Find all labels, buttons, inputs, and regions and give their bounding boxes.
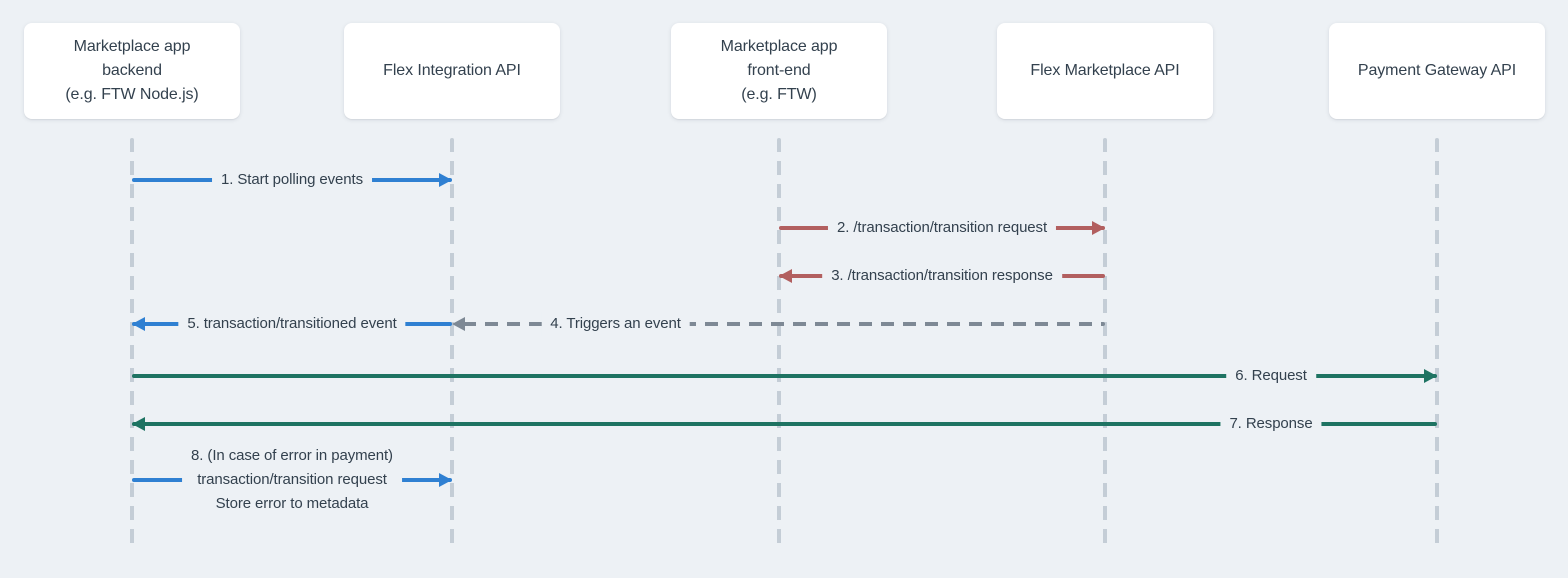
arrowhead-left-icon xyxy=(132,317,145,331)
message-label-text: 5. transaction/transitioned event xyxy=(187,315,397,332)
lifeline-payment-gateway-api xyxy=(1435,138,1439,550)
message-line xyxy=(132,374,1437,378)
actor-label: Flex Marketplace API xyxy=(1030,62,1180,79)
actor-box-frontend: Marketplace app front-end (e.g. FTW) xyxy=(671,23,887,119)
message-label-3: 3. /transaction/transition response xyxy=(822,264,1062,288)
message-label-text: 7. Response xyxy=(1229,415,1313,432)
actor-box-flex-integration-api: Flex Integration API xyxy=(344,23,560,119)
message-label-text: 4. Triggers an event xyxy=(550,315,681,332)
actor-label: front-end xyxy=(747,62,811,79)
arrowhead-right-icon xyxy=(1424,369,1437,383)
message-label-text: 8. (In case of error in payment) xyxy=(191,447,393,464)
lifeline-backend xyxy=(130,138,134,550)
message-label-1: 1. Start polling events xyxy=(212,168,372,192)
message-label-text: Store error to metadata xyxy=(215,495,369,512)
message-label-6: 6. Request xyxy=(1226,364,1316,388)
arrowhead-right-icon xyxy=(439,173,452,187)
arrowhead-left-icon xyxy=(132,417,145,431)
actor-label: Marketplace app xyxy=(73,38,191,55)
message-label-2: 2. /transaction/transition request xyxy=(827,216,1057,240)
message-label-8: 8. (In case of error in payment) transact… xyxy=(182,444,402,516)
actor-box-payment-gateway-api: Payment Gateway API xyxy=(1329,23,1545,119)
message-label-7: 7. Response xyxy=(1220,412,1322,436)
actor-label: Marketplace app xyxy=(720,38,838,55)
message-label-text: 3. /transaction/transition response xyxy=(831,267,1053,284)
message-label-text: transaction/transition request xyxy=(197,471,387,488)
actor-label: Payment Gateway API xyxy=(1357,62,1517,79)
arrowhead-left-icon xyxy=(779,269,792,283)
actor-label: backend xyxy=(102,62,162,79)
message-line xyxy=(132,422,1437,426)
arrowhead-right-icon xyxy=(439,473,452,487)
actor-label: Flex Integration API xyxy=(383,62,521,79)
actor-box-backend: Marketplace app backend (e.g. FTW Node.js) xyxy=(24,23,240,119)
arrowhead-right-icon xyxy=(1092,221,1105,235)
arrowhead-left-icon xyxy=(452,317,465,331)
actor-label: (e.g. FTW Node.js) xyxy=(65,86,199,103)
lifeline-frontend xyxy=(777,138,781,550)
message-label-5: 5. transaction/transitioned event xyxy=(178,312,406,336)
actor-box-flex-marketplace-api: Flex Marketplace API xyxy=(997,23,1213,119)
lifeline-flex-integration-api xyxy=(450,138,454,550)
actor-label: (e.g. FTW) xyxy=(741,86,817,103)
message-label-text: 1. Start polling events xyxy=(221,171,363,188)
message-label-text: 6. Request xyxy=(1235,367,1307,384)
message-line xyxy=(463,322,1105,326)
lifeline-flex-marketplace-api xyxy=(1103,138,1107,550)
message-label-text: 2. /transaction/transition request xyxy=(836,219,1048,236)
message-label-4: 4. Triggers an event xyxy=(541,312,690,336)
